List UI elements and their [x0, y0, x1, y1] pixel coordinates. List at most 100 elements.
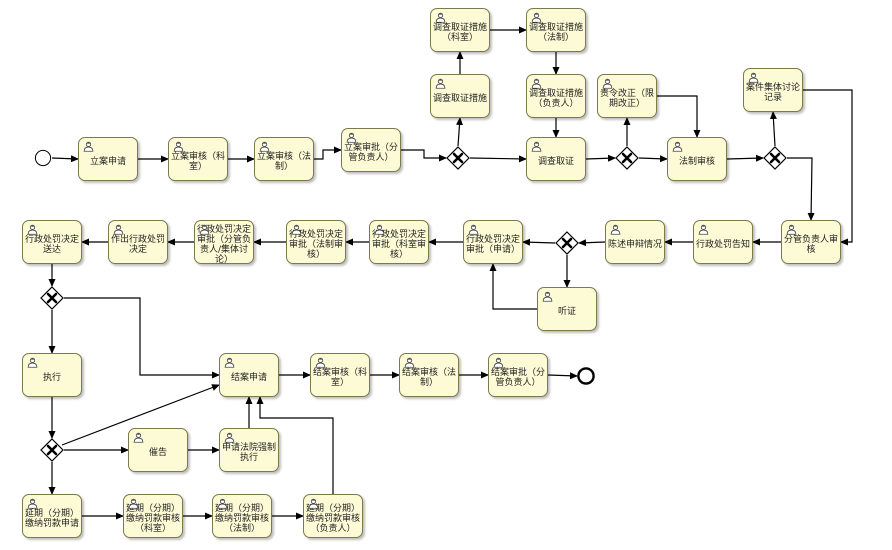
- user-task-icon: [374, 224, 385, 235]
- sequence-flow: [314, 146, 342, 160]
- sequence-flow: [787, 157, 815, 221]
- task-investigation-measures-section[interactable]: 调查取证措施（科室）: [430, 8, 490, 52]
- user-task-icon: [542, 291, 553, 302]
- user-task-icon: [404, 357, 415, 368]
- user-task-icon: [315, 357, 326, 368]
- sequence-flow: [657, 95, 701, 138]
- task-leader-review[interactable]: 分管负责人审核: [781, 220, 841, 264]
- task-investigation-measures-legal[interactable]: 调查取证措施（法制）: [526, 8, 586, 52]
- task-decision-delivery[interactable]: 行政处罚决定送达: [22, 220, 82, 264]
- task-deferred-payment-application[interactable]: 延期（分期）缴纳罚款申请: [22, 494, 82, 538]
- user-task-icon: [224, 432, 235, 443]
- task-closing-review-section[interactable]: 结案审核（科室）: [310, 353, 370, 397]
- task-label: 结案审批（分管负责人）: [491, 368, 546, 388]
- task-order-correction[interactable]: 责令改正（限期改正）: [597, 74, 657, 118]
- user-task-icon: [83, 141, 94, 152]
- exclusive-gateway[interactable]: [615, 146, 639, 170]
- task-filing-review-section[interactable]: 立案审核（科室）: [168, 137, 228, 181]
- task-label: 调查取证措施（负责人）: [529, 89, 584, 109]
- exclusive-gateway[interactable]: [40, 438, 64, 462]
- task-label: 行政处罚决定送达: [25, 235, 80, 255]
- user-task-icon: [531, 12, 542, 23]
- sequence-flow: [638, 155, 668, 163]
- task-closing-approval-leader[interactable]: 结案审批（分管负责人）: [488, 353, 548, 397]
- task-label: 结案审核（法制）: [402, 368, 457, 388]
- task-label: 结案申请: [230, 373, 267, 383]
- task-label: 行政处罚告知: [696, 240, 751, 250]
- task-case-filing-application[interactable]: 立案申请: [78, 137, 138, 181]
- user-task-icon: [128, 498, 139, 509]
- gateway-diamond-icon: [446, 146, 470, 170]
- task-court-enforcement[interactable]: 申请法院强制执行: [219, 428, 279, 472]
- task-statement-defense[interactable]: 陈述申辩情况: [605, 220, 665, 264]
- task-closing-application[interactable]: 结案申请: [219, 353, 279, 397]
- task-penalty-decision-application[interactable]: 行政处罚决定审批（申请）: [463, 220, 523, 264]
- user-task-icon: [199, 224, 210, 235]
- exclusive-gateway[interactable]: [40, 286, 64, 310]
- task-penalty-decision-section[interactable]: 行政处罚决定审批（科室审核）: [369, 220, 429, 264]
- task-label: 调查取证: [537, 157, 574, 167]
- end-event[interactable]: [577, 367, 595, 385]
- task-penalty-notice[interactable]: 行政处罚告知: [693, 220, 753, 264]
- task-legal-review[interactable]: 法制审核: [667, 137, 727, 181]
- sequence-flow: [61, 384, 220, 446]
- gateway-diamond-icon: [40, 286, 64, 310]
- task-label: 延期（分期）缴纳罚款审核（科室）: [126, 504, 181, 534]
- task-hearing[interactable]: 听证: [537, 287, 597, 331]
- task-filing-approval-leader[interactable]: 立案审批（分管负责人）: [341, 128, 401, 172]
- sequence-flow: [51, 155, 79, 163]
- task-deferred-payment-leader[interactable]: 延期（分期）缴纳罚款审核（负责人）: [303, 494, 363, 538]
- task-execution[interactable]: 执行: [22, 353, 82, 397]
- task-label: 行政处罚决定审批（法制审核）: [289, 230, 344, 260]
- task-deferred-payment-section[interactable]: 延期（分期）缴纳罚款审核（科室）: [123, 494, 183, 538]
- user-task-icon: [346, 132, 357, 143]
- task-investigation[interactable]: 调查取证: [526, 137, 586, 181]
- gateway-diamond-icon: [40, 438, 64, 462]
- sequence-flow: [64, 297, 220, 379]
- task-label: 法制审核: [678, 157, 715, 167]
- task-closing-review-legal[interactable]: 结案审核（法制）: [399, 353, 459, 397]
- sequence-flow: [769, 111, 777, 147]
- exclusive-gateway[interactable]: [446, 146, 470, 170]
- user-task-icon: [259, 141, 270, 152]
- task-label: 延期（分期）缴纳罚款审核（法制）: [215, 504, 270, 534]
- sequence-flow: [401, 149, 447, 162]
- task-make-penalty-decision[interactable]: 作出行政处罚决定: [108, 220, 168, 264]
- user-task-icon: [786, 224, 797, 235]
- task-label: 立案审核（科室）: [171, 152, 226, 172]
- exclusive-gateway[interactable]: [555, 231, 579, 255]
- start-event[interactable]: [34, 149, 52, 167]
- task-label: 调查取证措施（法制）: [529, 23, 584, 43]
- task-reminder-notice[interactable]: 催告: [128, 428, 188, 472]
- task-penalty-decision-legal[interactable]: 行政处罚决定审批（法制审核）: [286, 220, 346, 264]
- user-task-icon: [531, 78, 542, 89]
- task-deferred-payment-legal[interactable]: 延期（分期）缴纳罚款审核（法制）: [212, 494, 272, 538]
- sequence-flow: [585, 154, 616, 162]
- user-task-icon: [435, 12, 446, 23]
- sequence-flow: [726, 154, 764, 162]
- task-label: 案件集体讨论记录: [746, 83, 801, 103]
- task-investigation-measures[interactable]: 调查取证措施: [430, 74, 490, 118]
- task-label: 立案审核（法制）: [257, 152, 312, 172]
- user-task-icon: [291, 224, 302, 235]
- task-filing-review-legal[interactable]: 立案审核（法制）: [254, 137, 314, 181]
- task-label: 调查取证措施: [433, 94, 488, 104]
- exclusive-gateway[interactable]: [763, 146, 787, 170]
- task-label: 立案申请: [89, 157, 126, 167]
- sequence-flow: [803, 89, 853, 246]
- user-task-icon: [672, 141, 683, 152]
- task-label: 陈述申辩情况: [608, 240, 663, 250]
- task-investigation-measures-leader[interactable]: 调查取证措施（负责人）: [526, 74, 586, 118]
- start-event-circle-icon: [34, 149, 52, 167]
- user-task-icon: [610, 224, 621, 235]
- task-label: 调查取证措施（科室）: [433, 23, 488, 43]
- sequence-flow: [522, 238, 556, 246]
- task-label: 责令改正（限期改正）: [600, 89, 655, 109]
- user-task-icon: [748, 72, 759, 83]
- user-task-icon: [224, 357, 235, 368]
- task-collective-discussion-record[interactable]: 案件集体讨论记录: [743, 68, 803, 112]
- task-label: 延期（分期）缴纳罚款申请: [25, 509, 80, 529]
- task-penalty-decision-leader[interactable]: 行政处罚决定审批（分管负责人/集体讨论）: [194, 220, 254, 265]
